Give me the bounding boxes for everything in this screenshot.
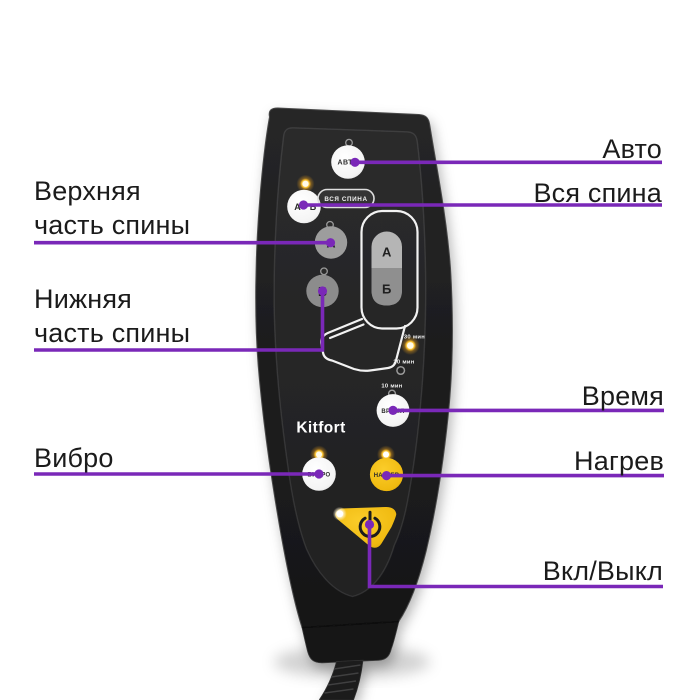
seat-upper-key-label: А xyxy=(382,245,392,260)
label-vibro: Вибро xyxy=(34,443,114,473)
callout-dot-whole-back xyxy=(298,200,309,210)
label-heat: Нагрев xyxy=(574,446,664,476)
whole-back-pill-label: ВСЯ СПИНА xyxy=(324,196,367,203)
auto-button[interactable]: АВТО xyxy=(331,138,365,179)
label-lower-back-line2: часть спины xyxy=(34,318,191,348)
brand-logo: Kitfort xyxy=(296,420,345,437)
timer-led-20-label: 20 мин xyxy=(393,360,414,366)
timer-led-30: 30 мин xyxy=(400,335,425,355)
seat-backrest-outline xyxy=(360,209,419,330)
power-cable xyxy=(318,659,364,700)
whole-back-led-core xyxy=(302,180,309,187)
label-whole-back: Вся спина xyxy=(533,178,662,208)
callout-line-lower-back xyxy=(34,291,325,352)
seat-lower-key[interactable] xyxy=(371,268,403,306)
seat-lower-key-label: Б xyxy=(382,282,391,297)
callout-dot-time xyxy=(388,405,398,415)
callout-dot-vibro xyxy=(314,469,324,479)
auto-button-label: АВТО xyxy=(338,160,359,167)
label-upper-back-line1: Верхняя xyxy=(34,176,141,206)
timer-led-20: 20 мин xyxy=(393,360,415,376)
whole-back-button-label-a: А xyxy=(294,202,301,212)
callout-dot-power xyxy=(364,519,375,530)
label-lower-back-line1: Нижняя xyxy=(34,284,132,314)
callout-dot-upper-back xyxy=(325,238,336,248)
seat-fold-line xyxy=(328,323,365,340)
seat-zone-keys: А Б xyxy=(371,231,403,306)
label-power: Вкл/Выкл xyxy=(542,556,663,586)
power-led-core xyxy=(336,510,344,518)
lower-back-led xyxy=(320,267,328,276)
remote-bottom-cap xyxy=(301,621,400,664)
label-upper-back: Верхняя часть спины xyxy=(34,174,190,242)
heat-led-core xyxy=(383,451,389,458)
whole-back-pill: ВСЯ СПИНА xyxy=(317,188,375,209)
timer-led-10-label: 10 мин xyxy=(381,384,402,390)
callout-dot-auto xyxy=(350,157,360,167)
label-auto: Авто xyxy=(602,134,662,164)
callout-dot-lower-back xyxy=(317,286,328,296)
label-lower-back: Нижняя часть спины xyxy=(34,282,190,350)
callout-line-power xyxy=(367,524,663,589)
label-upper-back-line2: часть спины xyxy=(34,210,191,240)
callout-dot-heat xyxy=(381,471,392,481)
label-time: Время xyxy=(581,381,664,411)
vibro-led-core xyxy=(316,451,322,458)
